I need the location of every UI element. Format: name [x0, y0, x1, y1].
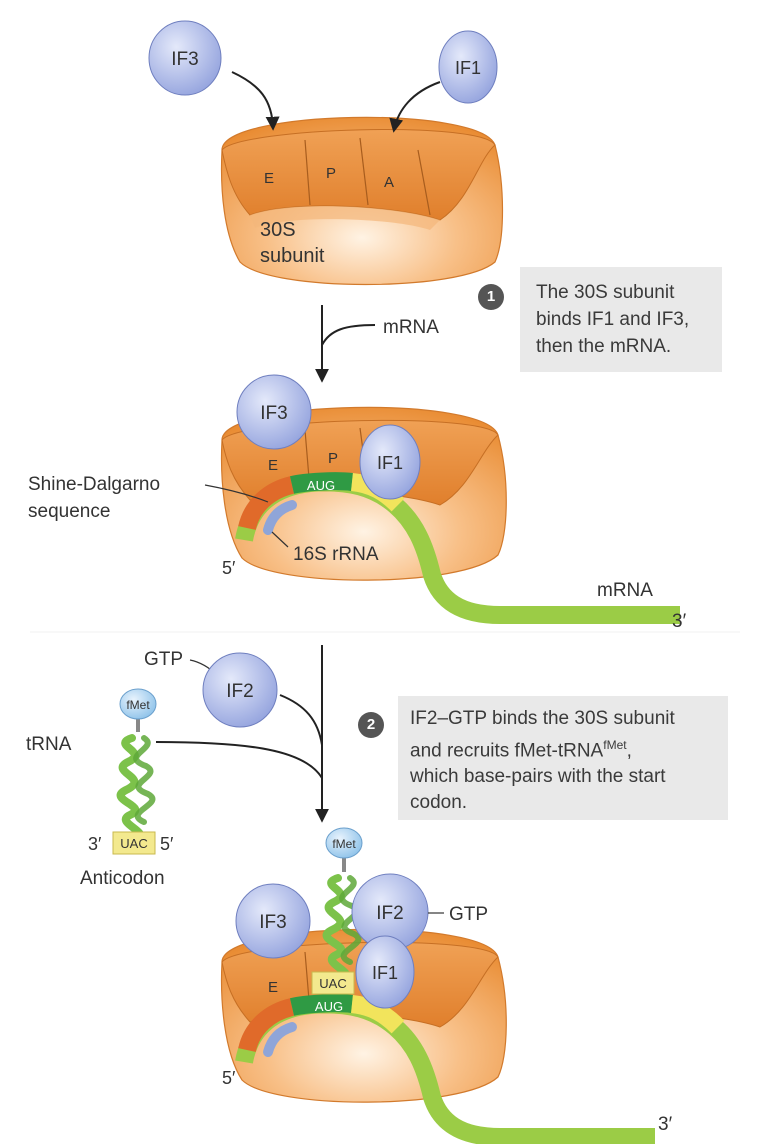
if3-label-bound: IF3	[259, 912, 286, 933]
gtp-label-left: GTP	[144, 649, 183, 670]
aug-codon-segment-bottom	[289, 994, 354, 1016]
fmet-bound	[325, 827, 363, 859]
site-e-label-mid: E	[268, 457, 278, 474]
fmet-label-free: fMet	[126, 698, 150, 712]
step-2-caption: IF2–GTP binds the 30S subunit and recrui…	[398, 696, 728, 820]
aug-label-mid: AUG	[307, 478, 335, 493]
step-1-badge: 1	[478, 284, 504, 310]
trna-input-line	[155, 741, 323, 779]
uac-label-free: UAC	[120, 836, 147, 851]
step-1-line-1: The 30S subunit	[536, 282, 675, 303]
trna-three-prime: 3′	[88, 834, 102, 854]
shine-dalgarno-leader	[204, 484, 269, 503]
if2-label-bound: IF2	[376, 903, 403, 924]
step-2-line-2-sup: fMet	[603, 738, 627, 752]
step-2-line-2-prefix: and recruits fMet-tRNA	[410, 740, 604, 762]
gtp-label-bound: GTP	[449, 904, 488, 925]
step-1-caption: The 30S subunit binds IF1 and IF3, then …	[520, 267, 722, 372]
site-p-label-mid: P	[328, 450, 338, 467]
if3-label-mid: IF3	[260, 403, 287, 424]
site-e-label: E	[264, 170, 274, 187]
if1-label-mid: IF1	[377, 453, 403, 473]
shine-label-line2: sequence	[28, 501, 110, 522]
if2-factor-free	[202, 652, 278, 728]
aug-label-bottom: AUG	[315, 999, 343, 1014]
five-prime-mid: 5′	[222, 558, 236, 578]
if1-factor-mid	[359, 424, 421, 500]
three-prime-mid: 3′	[672, 611, 687, 632]
mrna-label-mid: mRNA	[597, 580, 653, 601]
rrna-16s	[263, 500, 297, 535]
mrna-yellow-segment-bottom	[350, 995, 405, 1034]
fmet-label-bound: fMet	[332, 837, 356, 851]
shine-dalgarno-segment-bottom	[238, 998, 295, 1053]
step-2-line-2: and recruits fMet-tRNAfMet,	[410, 732, 728, 764]
step-1-line-3: then the mRNA.	[536, 336, 672, 357]
step-2-badge: 2	[358, 712, 384, 738]
site-a-label: A	[384, 174, 394, 191]
step-2-line-1: IF2–GTP binds the 30S subunit	[410, 708, 675, 729]
site-e-label-bottom: E	[268, 979, 278, 996]
three-prime-bottom: 3′	[658, 1114, 673, 1135]
if1-label-bound: IF1	[372, 963, 398, 983]
trna-label: tRNA	[26, 734, 72, 755]
if3-factor-bound	[235, 883, 311, 959]
shine-label-line1: Shine-Dalgarno	[28, 474, 160, 495]
if2-input-line	[279, 694, 323, 746]
subunit-label-line1: 30S	[260, 219, 296, 241]
fmet-free	[119, 688, 157, 720]
if1-label-free: IF1	[455, 58, 481, 78]
if3-factor-mid	[236, 374, 312, 450]
trna-five-prime: 5′	[160, 834, 174, 854]
trna-bound	[311, 858, 362, 995]
mrna-input-label: mRNA	[383, 317, 439, 338]
uac-label-bound: UAC	[319, 976, 346, 991]
step-2-line-3: which base-pairs with the start	[410, 766, 666, 788]
if2-label-free: IF2	[226, 681, 253, 702]
if1-factor-free	[438, 30, 498, 104]
anticodon-label: Anticodon	[80, 868, 165, 889]
step-1-line-2: binds IF1 and IF3,	[536, 309, 690, 330]
trna-free	[112, 718, 156, 855]
arrow-if3-to-subunit	[231, 71, 280, 131]
if3-factor-free	[148, 20, 222, 96]
five-prime-bottom: 5′	[222, 1068, 236, 1088]
arrow-if1-to-subunit	[389, 81, 441, 133]
site-p-label: P	[326, 165, 336, 182]
subunit-label-line2: subunit	[260, 245, 325, 267]
subunit-30s-free	[220, 116, 504, 286]
rrna-leader	[271, 531, 289, 548]
step-2-line-4: codon.	[410, 792, 468, 814]
rrna-label: 16S rRNA	[293, 544, 379, 565]
if3-label-free: IF3	[171, 49, 198, 70]
step-2-line-2-suffix: ,	[626, 740, 632, 762]
aug-codon-segment	[289, 472, 354, 494]
if1-factor-bound	[355, 935, 415, 1009]
rrna-16s-bottom	[263, 1022, 297, 1057]
mrna-input-line	[321, 324, 376, 346]
